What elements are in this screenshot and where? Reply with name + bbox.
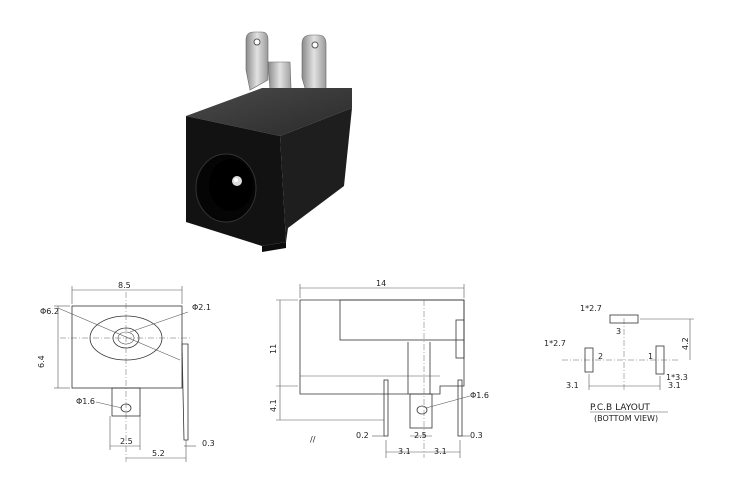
dim-outer-dia: Φ6.2 (40, 307, 59, 316)
dim-pin-dia: Φ2.1 (192, 303, 211, 312)
front-outline (71, 305, 183, 389)
pad-3 (609, 314, 639, 324)
side-pin-mid (409, 393, 433, 429)
pcb-subtitle: (BOTTOM VIEW) (594, 414, 658, 423)
dim-03: 0.3 (470, 431, 483, 440)
dim-offset: 5.2 (152, 449, 165, 458)
pad2-label: 2 (598, 352, 603, 361)
metal-tab-right (301, 34, 327, 99)
pad1-label: 1 (648, 352, 653, 361)
pad2-size: 1*2.7 (544, 339, 566, 348)
mark: // (310, 435, 316, 444)
dim-31-right: 3.1 (668, 381, 681, 390)
dim-height: 6.4 (37, 355, 46, 368)
side-pin-right (457, 379, 463, 437)
side-pin-left (383, 379, 389, 437)
dim-pin-spacing: 2.5 (120, 437, 133, 446)
pad-1 (655, 345, 665, 375)
dim-width: 8.5 (118, 281, 131, 290)
dim-side-hole: Φ1.6 (470, 391, 489, 400)
dim-length: 14 (376, 279, 386, 288)
front-view: 8.5 6.4 Φ6.2 Φ2.1 Φ1.6 2.5 0.3 5.2 (37, 281, 215, 462)
pad-2 (584, 347, 594, 373)
pcb-layout: 1*2.7 3 1*2.7 2 1 1*3.3 4.2 3.1 3.1 P.C.… (544, 304, 694, 423)
side-pin (181, 343, 189, 441)
side-outline (299, 299, 465, 395)
dim-42: 4.2 (681, 337, 690, 350)
socket-opening (195, 153, 257, 223)
dim-25: 2.5 (414, 431, 427, 440)
dim-31a: 3.1 (398, 447, 411, 456)
dim-side-height: 11 (269, 344, 278, 354)
dim-hole-dia: Φ1.6 (76, 397, 95, 406)
pad3-label: 3 (616, 327, 621, 336)
dim-pin-thickness: 0.3 (202, 439, 215, 448)
metal-tab-left (245, 31, 269, 91)
dim-31-left: 3.1 (566, 381, 579, 390)
pad3-size: 1*2.7 (580, 304, 602, 313)
dim-02: 0.2 (356, 431, 369, 440)
pad1-size: 1*3.3 (666, 373, 688, 382)
dim-31b: 3.1 (434, 447, 447, 456)
side-view: 14 11 4.1 Φ1.6 0.2 2.5 0.3 3.1 3.1 // (269, 279, 489, 458)
bottom-pin (111, 387, 141, 417)
pcb-title: P.C.B LAYOUT (590, 403, 650, 413)
dim-pin-length: 4.1 (269, 399, 278, 412)
